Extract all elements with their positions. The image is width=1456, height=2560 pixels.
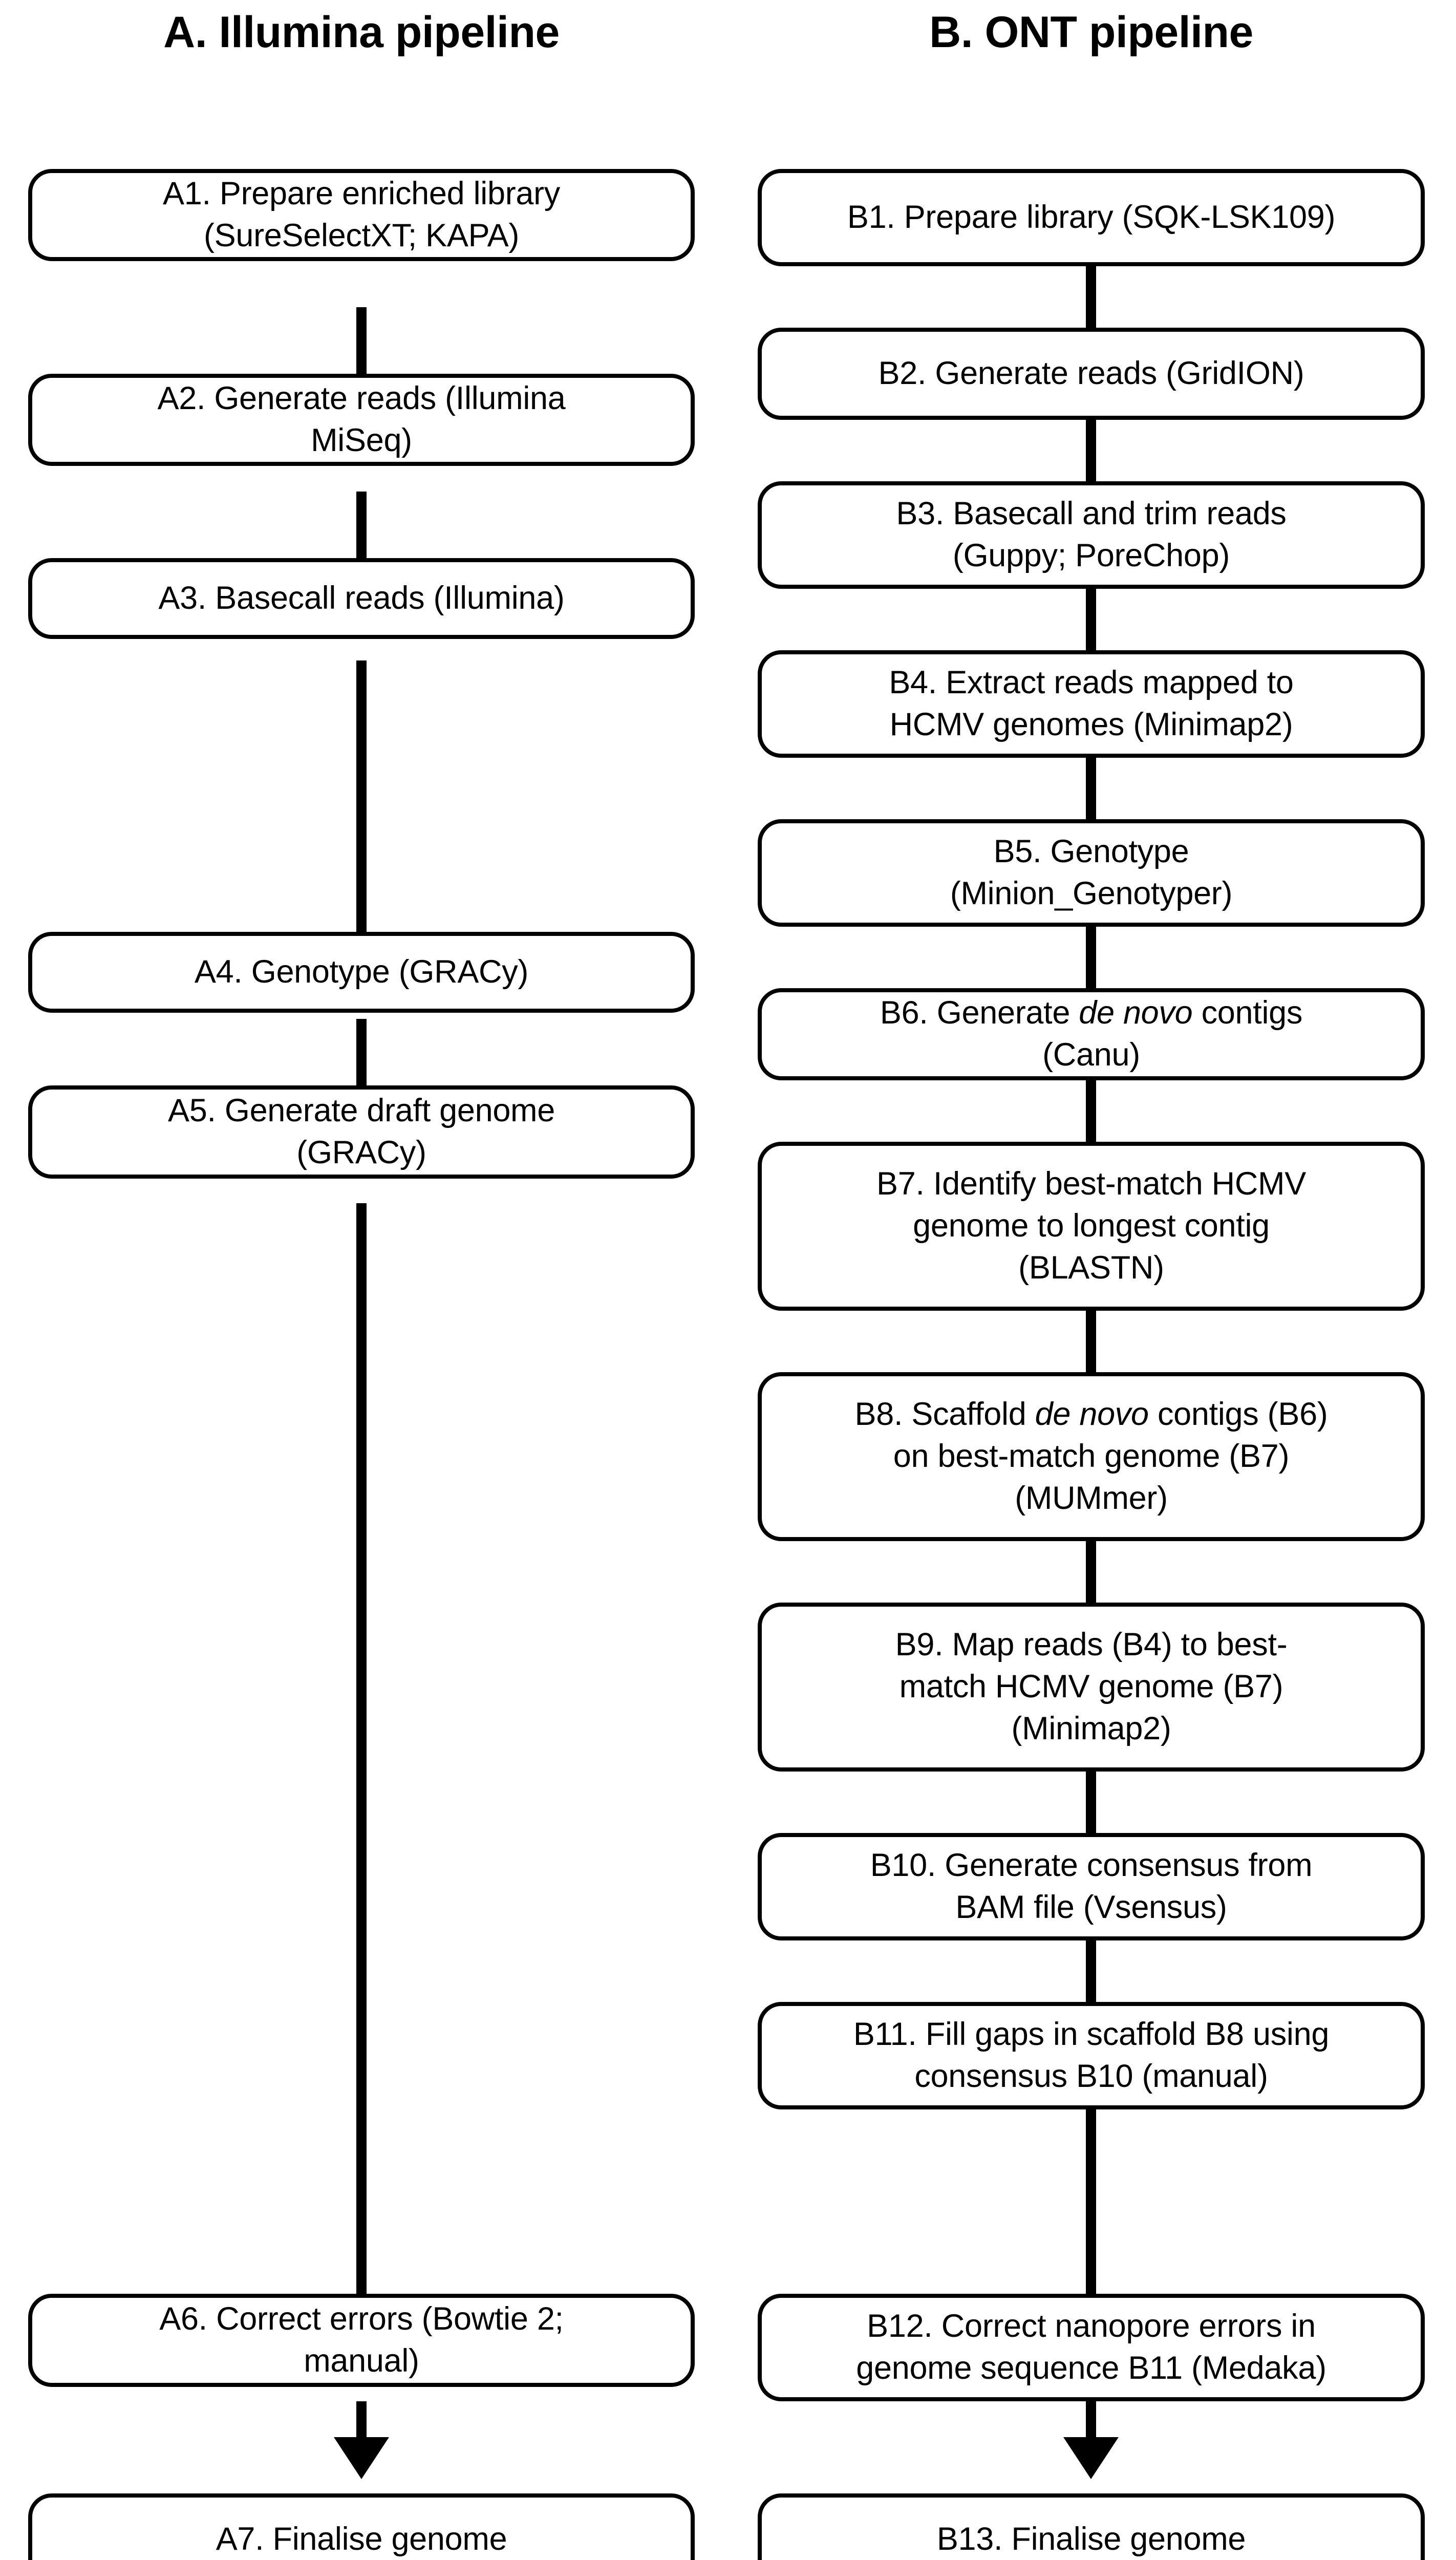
node-a5[interactable]: A5. Generate draft genome (GRACy)	[28, 1085, 695, 1179]
connector-b11-b12	[1086, 2109, 1096, 2294]
node-b6[interactable]: B6. Generate de novo contigs (Canu)	[758, 988, 1425, 1080]
connector-b2-b3	[1086, 420, 1096, 481]
node-a4-label: A4. Genotype (GRACy)	[194, 954, 529, 990]
node-b13-label: B13. Finalise genome	[936, 2521, 1246, 2557]
connector-a1-a2	[356, 307, 367, 374]
node-b6-label: B6. Generate de novo contigs (Canu)	[880, 995, 1303, 1073]
connector-b3-b4	[1086, 589, 1096, 650]
node-a7[interactable]: A7. Finalise genome	[28, 2493, 695, 2560]
connector-b4-b5	[1086, 758, 1096, 819]
node-b11[interactable]: B11. Fill gaps in scaffold B8 using cons…	[758, 2002, 1425, 2109]
node-b3-label: B3. Basecall and trim reads (Guppy; Pore…	[896, 496, 1287, 573]
node-a3-label: A3. Basecall reads (Illumina)	[158, 580, 565, 616]
node-b4[interactable]: B4. Extract reads mapped to HCMV genomes…	[758, 650, 1425, 758]
node-b1[interactable]: B1. Prepare library (SQK-LSK109)	[758, 169, 1425, 266]
node-b4-label: B4. Extract reads mapped to HCMV genomes…	[889, 665, 1294, 742]
node-b3[interactable]: B3. Basecall and trim reads (Guppy; Pore…	[758, 481, 1425, 589]
node-b7-label: B7. Identify best-match HCMV genome to l…	[876, 1166, 1306, 1286]
node-b5[interactable]: B5. Genotype (Minion_Genotyper)	[758, 819, 1425, 927]
node-b8-label: B8. Scaffold de novo contigs (B6) on bes…	[854, 1396, 1328, 1516]
node-b9[interactable]: B9. Map reads (B4) to best- match HCMV g…	[758, 1603, 1425, 1772]
node-b9-label: B9. Map reads (B4) to best- match HCMV g…	[895, 1627, 1288, 1746]
node-b10-label: B10. Generate consensus from BAM file (V…	[870, 1847, 1313, 1925]
node-b10[interactable]: B10. Generate consensus from BAM file (V…	[758, 1833, 1425, 1940]
node-a4[interactable]: A4. Genotype (GRACy)	[28, 932, 695, 1013]
node-a2-label: A2. Generate reads (Illumina MiSeq)	[157, 380, 566, 458]
node-a2[interactable]: A2. Generate reads (Illumina MiSeq)	[28, 374, 695, 466]
connector-b12-b13	[1086, 2401, 1096, 2446]
connector-b1-b2	[1086, 266, 1096, 328]
node-b7[interactable]: B7. Identify best-match HCMV genome to l…	[758, 1142, 1425, 1311]
connector-a6-a7	[356, 2401, 367, 2446]
connector-b5-b6	[1086, 927, 1096, 988]
node-b12[interactable]: B12. Correct nanopore errors in genome s…	[758, 2294, 1425, 2401]
connector-a4-a5	[356, 1019, 367, 1085]
arrowhead-a6-a7	[334, 2437, 389, 2479]
node-a3[interactable]: A3. Basecall reads (Illumina)	[28, 558, 695, 639]
node-a1[interactable]: A1. Prepare enriched library (SureSelect…	[28, 169, 695, 261]
node-b1-label: B1. Prepare library (SQK-LSK109)	[847, 199, 1336, 236]
node-b11-label: B11. Fill gaps in scaffold B8 using cons…	[853, 2016, 1330, 2094]
panel-b-title: B. ONT pipeline	[929, 8, 1253, 57]
node-b5-label: B5. Genotype (Minion_Genotyper)	[950, 834, 1233, 911]
node-b2-label: B2. Generate reads (GridION)	[878, 355, 1304, 392]
panel-a-title: A. Illumina pipeline	[163, 8, 560, 57]
connector-a3-a4	[356, 660, 367, 932]
node-a6-label: A6. Correct errors (Bowtie 2; manual)	[159, 2301, 564, 2379]
connector-b7-b8	[1086, 1311, 1096, 1372]
connector-b9-b10	[1086, 1772, 1096, 1833]
node-b12-label: B12. Correct nanopore errors in genome s…	[856, 2308, 1326, 2386]
node-b2[interactable]: B2. Generate reads (GridION)	[758, 328, 1425, 420]
node-a7-label: A7. Finalise genome	[216, 2521, 507, 2557]
connector-a2-a3	[356, 492, 367, 558]
arrowhead-b12-b13	[1063, 2437, 1119, 2479]
connector-b8-b9	[1086, 1541, 1096, 1603]
node-a5-label: A5. Generate draft genome (GRACy)	[168, 1093, 555, 1170]
node-b13[interactable]: B13. Finalise genome	[758, 2493, 1425, 2560]
connector-b10-b11	[1086, 1940, 1096, 2002]
connector-a5-a7-long	[356, 1203, 367, 2294]
node-a1-label: A1. Prepare enriched library (SureSelect…	[163, 176, 560, 253]
node-b8[interactable]: B8. Scaffold de novo contigs (B6) on bes…	[758, 1372, 1425, 1541]
node-a6[interactable]: A6. Correct errors (Bowtie 2; manual)	[28, 2294, 695, 2387]
connector-b6-b7	[1086, 1080, 1096, 1142]
